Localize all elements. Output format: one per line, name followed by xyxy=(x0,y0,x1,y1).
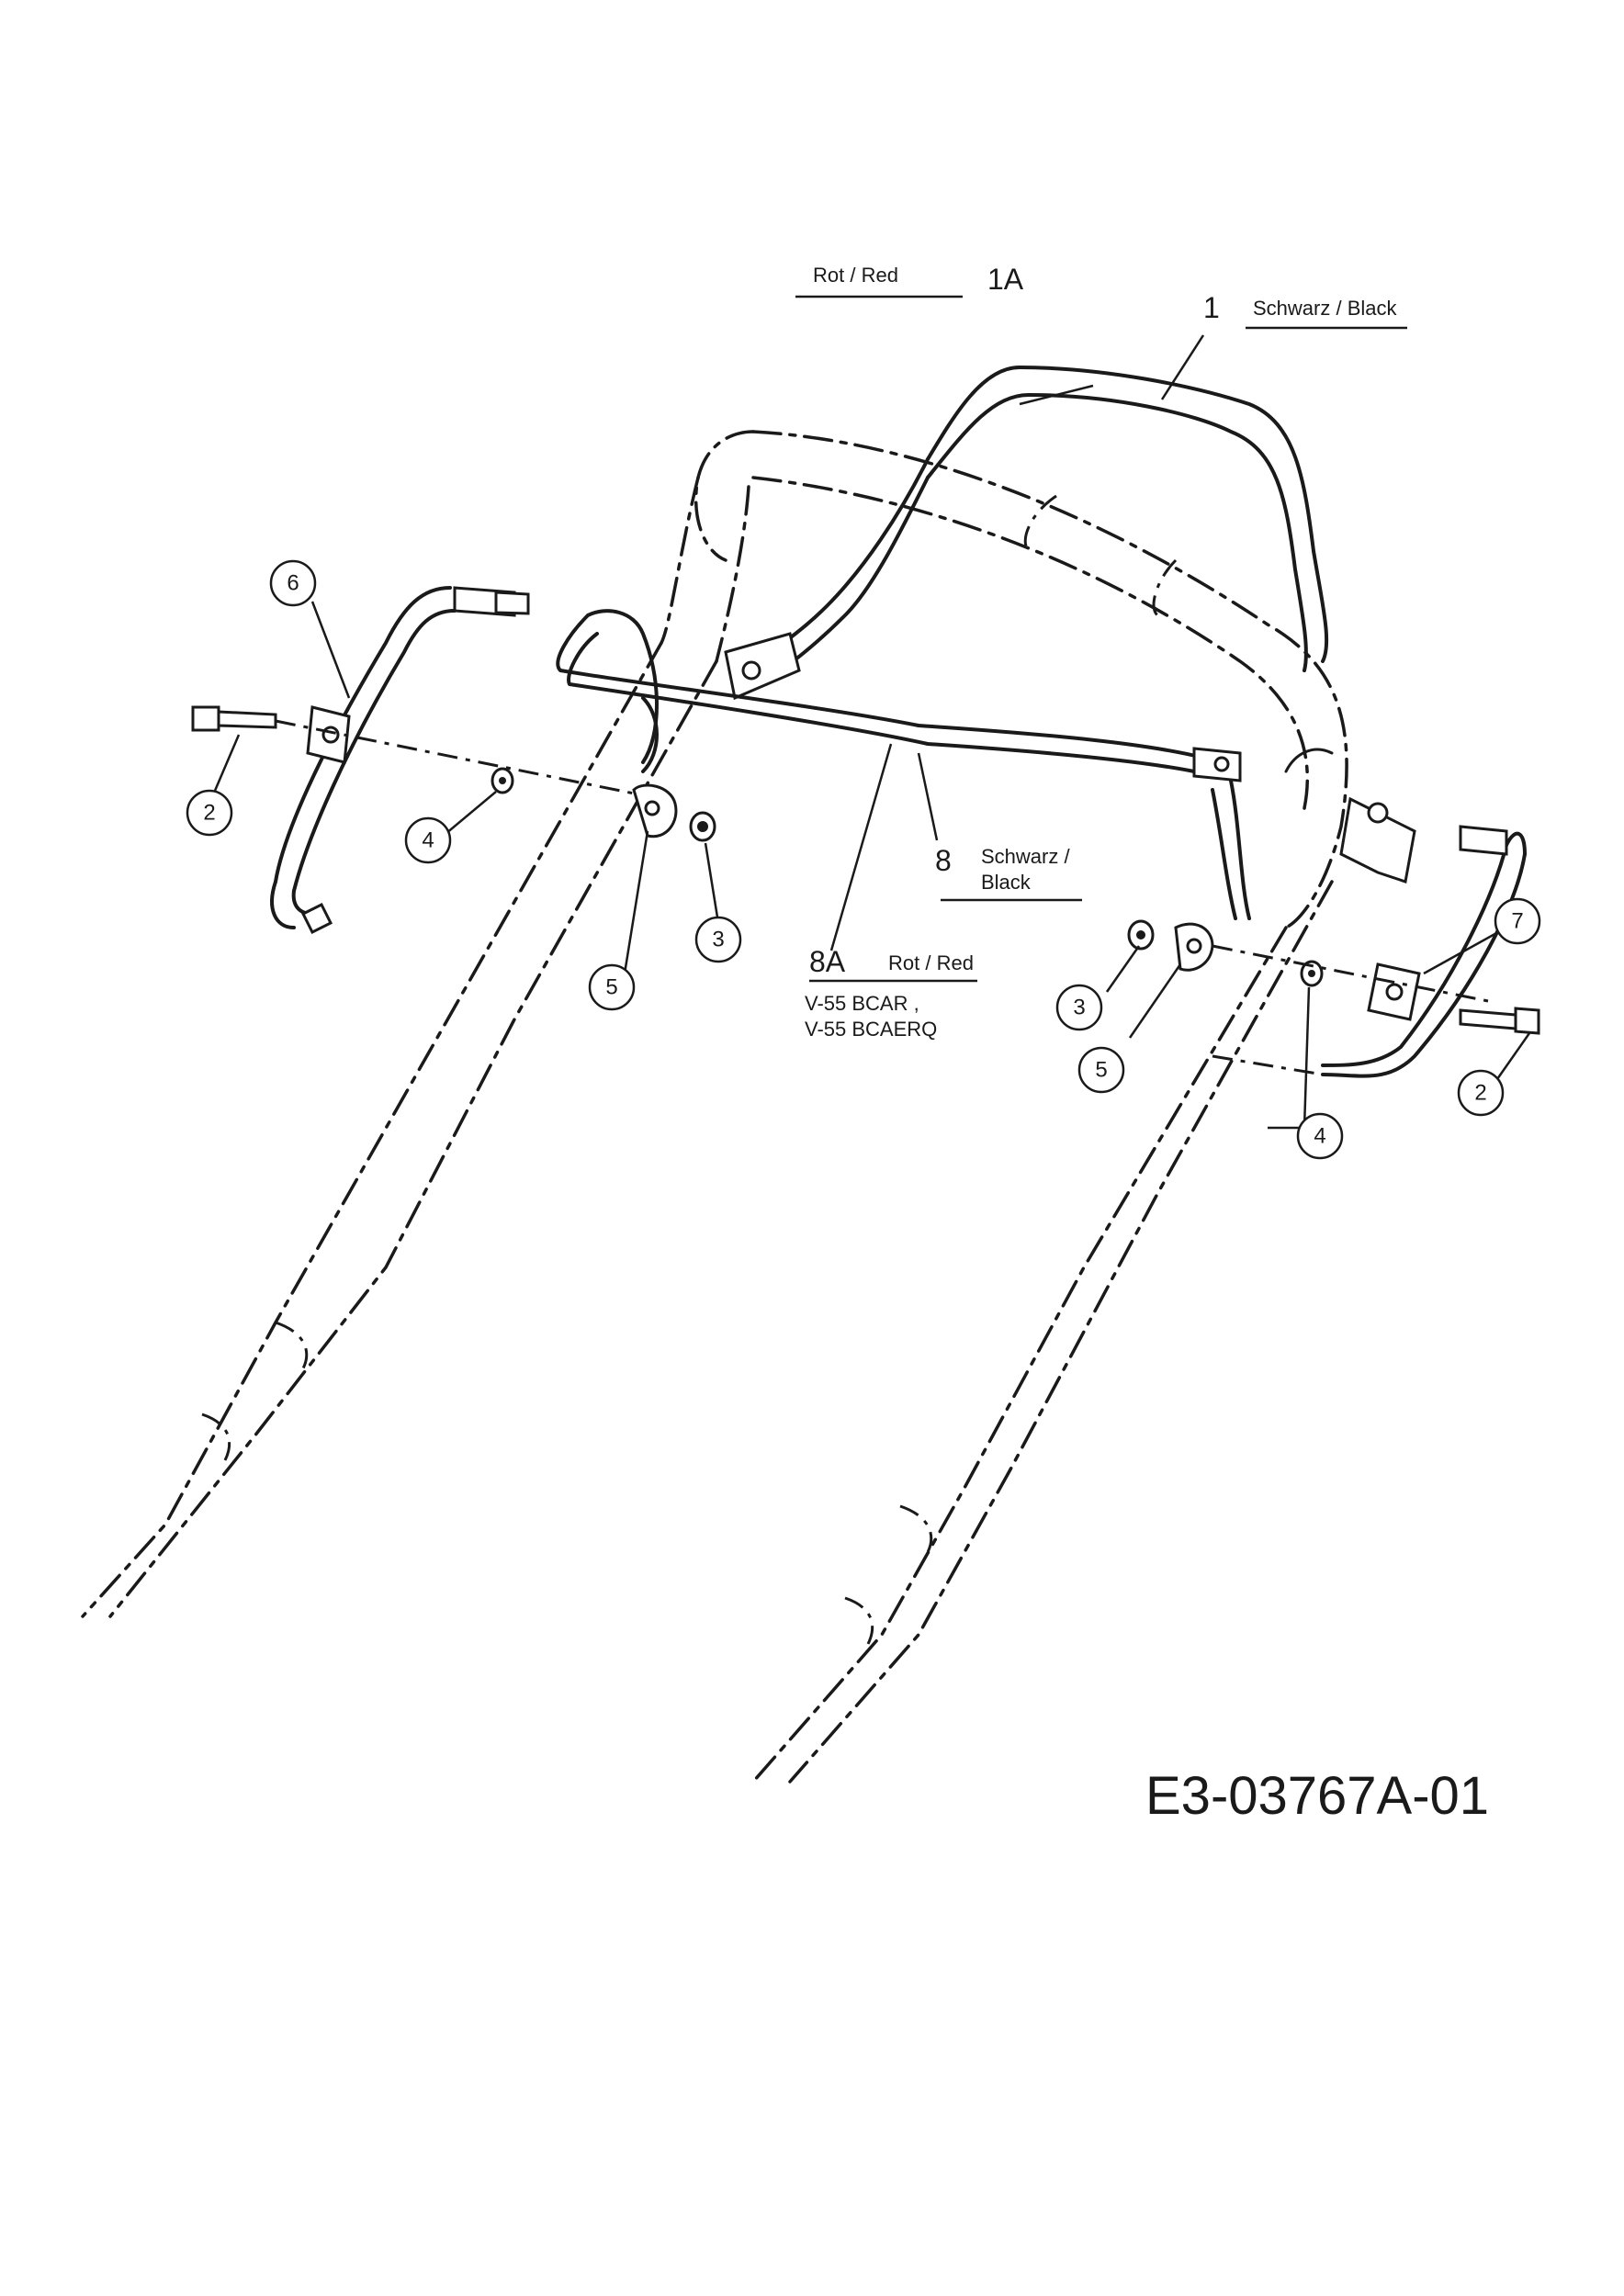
label-rot-red-8A: Rot / Red xyxy=(888,951,974,974)
right-tube-7 xyxy=(1321,825,1527,1078)
left-tube-6 xyxy=(270,586,530,935)
top-grip-bar xyxy=(724,366,1329,701)
callout-3-left: 3 xyxy=(694,916,742,963)
callout-4-left: 4 xyxy=(404,816,452,864)
svg-text:5: 5 xyxy=(605,975,617,1000)
grip-bracket-left xyxy=(724,632,801,701)
right-hardware xyxy=(1127,919,1540,1076)
label-model-line2: V-55 BCAERQ xyxy=(805,1018,937,1041)
label-part-8A: 8A xyxy=(809,945,846,978)
svg-text:4: 4 xyxy=(422,828,434,853)
svg-text:7: 7 xyxy=(1511,909,1523,934)
label-part-1: 1 xyxy=(1203,291,1220,324)
label-schwarz-black-top: Schwarz / Black xyxy=(1253,297,1397,320)
label-model-line1: V-55 BCAR , xyxy=(805,992,919,1015)
callout-7: 7 xyxy=(1494,897,1541,945)
callout-3-right: 3 xyxy=(1055,984,1103,1031)
callout-2-right: 2 xyxy=(1457,1069,1505,1117)
label-schwarz-8-line2: Black xyxy=(981,871,1032,894)
drawing-number: E3-03767A-01 xyxy=(1145,1766,1489,1826)
label-part-1A: 1A xyxy=(987,263,1024,296)
callout-6: 6 xyxy=(269,559,317,607)
control-bar-fitting-hole xyxy=(1213,756,1230,772)
bolt-2-left-head xyxy=(191,705,220,732)
right-mount-bracket xyxy=(1284,748,1416,884)
svg-text:6: 6 xyxy=(287,571,299,596)
svg-text:2: 2 xyxy=(203,801,215,826)
callout-4-right: 4 xyxy=(1296,1112,1344,1160)
label-schwarz-8-line1: Schwarz / xyxy=(981,845,1070,868)
svg-text:2: 2 xyxy=(1474,1081,1486,1106)
svg-text:3: 3 xyxy=(712,928,724,952)
control-bar xyxy=(556,609,1251,920)
svg-text:3: 3 xyxy=(1073,996,1085,1020)
callout-2-left: 2 xyxy=(186,789,233,837)
bracket-hole-left xyxy=(741,660,761,681)
bolt-2-right-shaft xyxy=(1459,1008,1517,1030)
callout-5-right: 5 xyxy=(1077,1046,1125,1094)
left-hardware xyxy=(191,705,716,842)
upper-handle-outline xyxy=(81,430,1348,1784)
label-rot-red-top: Rot / Red xyxy=(813,264,898,287)
svg-text:4: 4 xyxy=(1314,1124,1325,1149)
svg-text:5: 5 xyxy=(1095,1058,1107,1083)
tube-7-end-cap xyxy=(1459,825,1508,856)
bolt-2-left-shaft xyxy=(217,710,277,729)
callout-5-left: 5 xyxy=(588,963,636,1011)
bolt-2-right-head xyxy=(1514,1007,1540,1035)
label-part-8: 8 xyxy=(935,844,952,877)
